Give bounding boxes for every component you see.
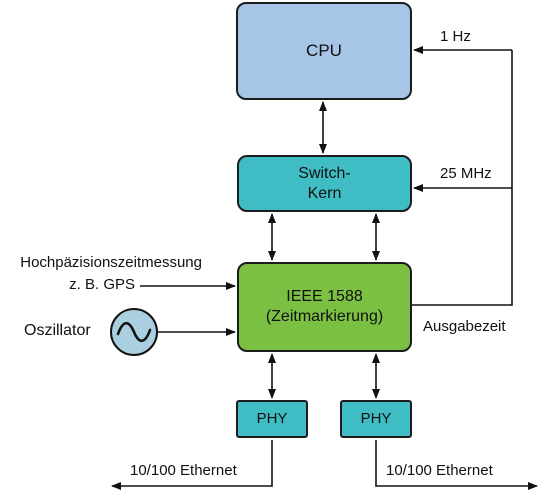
ieee-1588-block: IEEE 1588 (Zeitmarkierung): [237, 262, 412, 352]
sine-wave-icon: [116, 321, 152, 343]
phy-block-left: PHY: [236, 400, 308, 438]
cpu-block: CPU: [236, 2, 412, 100]
ethernet-left-label: 10/100 Ethernet: [130, 462, 237, 479]
switch-label-line2: Kern: [307, 184, 342, 202]
switch-core-block: Switch- Kern: [237, 155, 412, 212]
oscillator-label: Oszillator: [24, 322, 91, 339]
switch-label-line1: Switch-: [298, 164, 351, 182]
cpu-label: CPU: [306, 41, 342, 61]
output-time-label: Ausgabezeit: [423, 318, 506, 335]
gps-label: z. B. GPS: [69, 276, 135, 293]
mhz-label: 25 MHz: [440, 165, 492, 182]
one-hz-label: 1 Hz: [440, 28, 471, 45]
phy-left-label: PHY: [256, 409, 288, 427]
oscillator-symbol: [110, 308, 158, 356]
ieee-label-line2: (Zeitmarkierung): [265, 308, 384, 325]
phy-block-right: PHY: [340, 400, 412, 438]
ieee-label-line1: IEEE 1588: [286, 288, 363, 305]
eth-left-line: [111, 440, 273, 490]
ethernet-right-label: 10/100 Ethernet: [386, 462, 493, 479]
eth-right-line: [375, 440, 538, 490]
phy-right-label: PHY: [360, 409, 392, 427]
precision-time-label: Hochpäzisionszeitmessung: [20, 254, 202, 271]
ausgabezeit-line: [412, 50, 513, 306]
